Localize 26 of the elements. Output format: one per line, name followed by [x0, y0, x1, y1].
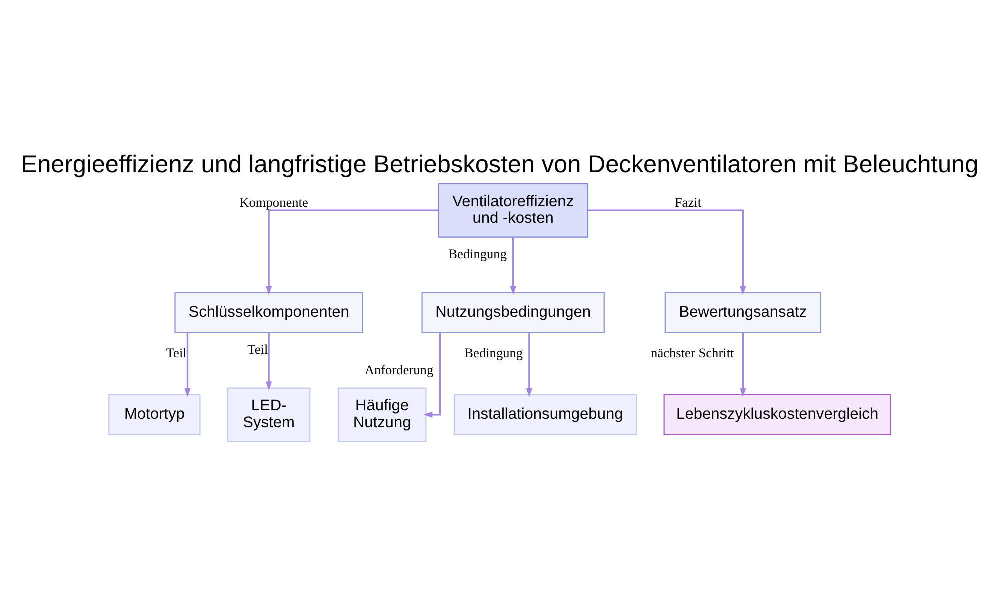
edge-label: Bedingung — [464, 345, 524, 360]
node-box: Schlüsselkomponenten — [174, 292, 364, 334]
edge-label: Komponente — [240, 194, 308, 210]
arrow — [588, 210, 746, 296]
edge-label: Fazit — [674, 194, 702, 210]
arrow — [184, 332, 191, 398]
node-box: Nutzungsbedingungen — [422, 292, 605, 334]
arrow — [266, 332, 272, 391]
node-box: Installationsumgebung — [454, 394, 638, 436]
node-box: Ventilatoreffizienz und -kosten — [438, 183, 588, 238]
edge-label: nächster Schritt — [651, 345, 734, 360]
node-box: Bewertungsansatz — [664, 292, 822, 334]
diagram-title: Energieeffizienz und langfristige Betriebskosten von Deckenventilatoren mit Beleuchtung — [21, 151, 979, 178]
arrow — [526, 332, 533, 398]
edge-label: Bedingung — [448, 246, 508, 262]
edge-label: Teil — [166, 345, 187, 360]
edge-label: Teil — [248, 342, 268, 358]
node-box: Lebenszykluskostenvergleich — [664, 394, 892, 436]
arrow — [510, 237, 516, 296]
edge-label: Anforderung — [364, 362, 434, 378]
arrow — [740, 332, 746, 398]
arrow — [424, 332, 442, 418]
node-box: Häufige Nutzung — [338, 388, 427, 442]
node-box: LED-System — [227, 388, 311, 442]
arrow — [266, 210, 439, 296]
node-box: Motortyp — [108, 394, 201, 436]
